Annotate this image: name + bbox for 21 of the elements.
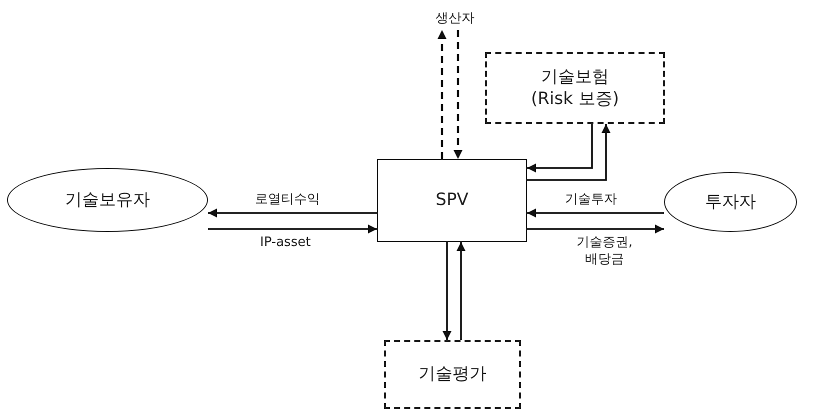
ellipse-node <box>7 168 208 232</box>
arrow <box>438 30 446 159</box>
arrow <box>527 124 593 172</box>
node-label: 생산자 <box>428 8 482 30</box>
arrow <box>208 208 377 218</box>
arrow <box>454 30 462 159</box>
arrow <box>527 124 610 181</box>
arrow <box>527 224 664 234</box>
dashed-box <box>485 52 665 124</box>
arrow <box>442 242 452 340</box>
node-label: 기술평가 <box>418 363 486 386</box>
arrow <box>456 242 466 340</box>
node-label: 투자자 <box>705 190 756 214</box>
node-label: 기술보유자 <box>65 188 150 212</box>
dashed-box <box>384 340 521 409</box>
node-label: SPV <box>436 189 468 212</box>
node-label: 기술보험 (Risk 보증) <box>530 66 620 110</box>
arrow <box>527 208 664 218</box>
arrow <box>208 224 377 234</box>
ellipse-node <box>664 172 797 232</box>
process-box <box>377 159 527 242</box>
